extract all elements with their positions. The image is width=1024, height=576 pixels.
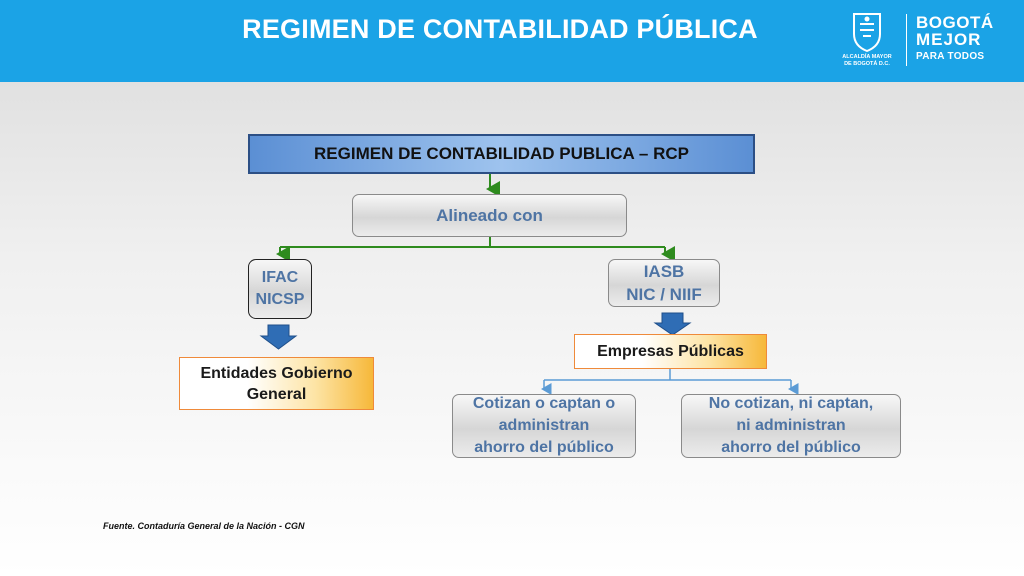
cotizan-line-1: Cotizan o captan o: [472, 395, 616, 412]
block-arrow-left-icon: [259, 324, 298, 350]
entidades-line-1: Entidades Gobierno: [200, 364, 353, 382]
iasb-label: IASB: [643, 262, 685, 281]
nic-niif-label: NIC / NIIF: [626, 285, 702, 304]
iasb-niif-box: IASB NIC / NIIF: [608, 259, 720, 307]
empresas-publicas-box: Empresas Públicas: [574, 334, 767, 369]
logo-divider: [906, 14, 907, 66]
block-arrow-right-icon: [653, 312, 692, 336]
no-cotizan-line-1: No cotizan, ni captan,: [708, 395, 874, 412]
ifac-label: IFAC: [261, 269, 299, 286]
rcp-root-box: REGIMEN DE CONTABILIDAD PUBLICA – RCP: [248, 134, 755, 174]
brand-line-2: MEJOR: [916, 30, 982, 49]
aligned-with-box: Alineado con: [352, 194, 627, 237]
entidades-line-2: General: [246, 385, 307, 403]
logo-block: ALCALDÍA MAYOR DE BOGOTÁ D.C. BOGOTÁ MEJ…: [836, 10, 1006, 70]
source-note: Fuente. Contaduría General de la Nación …: [103, 521, 305, 531]
entidades-gobierno-box: Entidades Gobierno General: [179, 357, 374, 410]
seal-caption: ALCALDÍA MAYOR DE BOGOTÁ D.C.: [842, 54, 892, 67]
ifac-nicsp-box: IFAC NICSP: [248, 259, 312, 319]
brand-line-1: BOGOTÁ: [916, 13, 994, 32]
no-cotizan-box: No cotizan, ni captan, ni administran ah…: [681, 394, 901, 458]
header-bar: REGIMEN DE CONTABILIDAD PÚBLICA ALCALDÍA…: [0, 0, 1024, 82]
no-cotizan-line-2: ni administran: [736, 417, 846, 434]
cotizan-line-2: administran: [498, 417, 590, 434]
brand-line-3: PARA TODOS: [916, 51, 985, 62]
cotizan-line-3: ahorro del público: [474, 439, 614, 456]
bogota-seal-icon: [853, 13, 881, 52]
brand-logo: BOGOTÁ MEJOR PARA TODOS: [916, 14, 994, 65]
no-cotizan-line-3: ahorro del público: [721, 439, 861, 456]
cotizan-box: Cotizan o captan o administran ahorro de…: [452, 394, 636, 458]
page-title: REGIMEN DE CONTABILIDAD PÚBLICA: [242, 14, 758, 44]
nicsp-label: NICSP: [255, 291, 305, 308]
